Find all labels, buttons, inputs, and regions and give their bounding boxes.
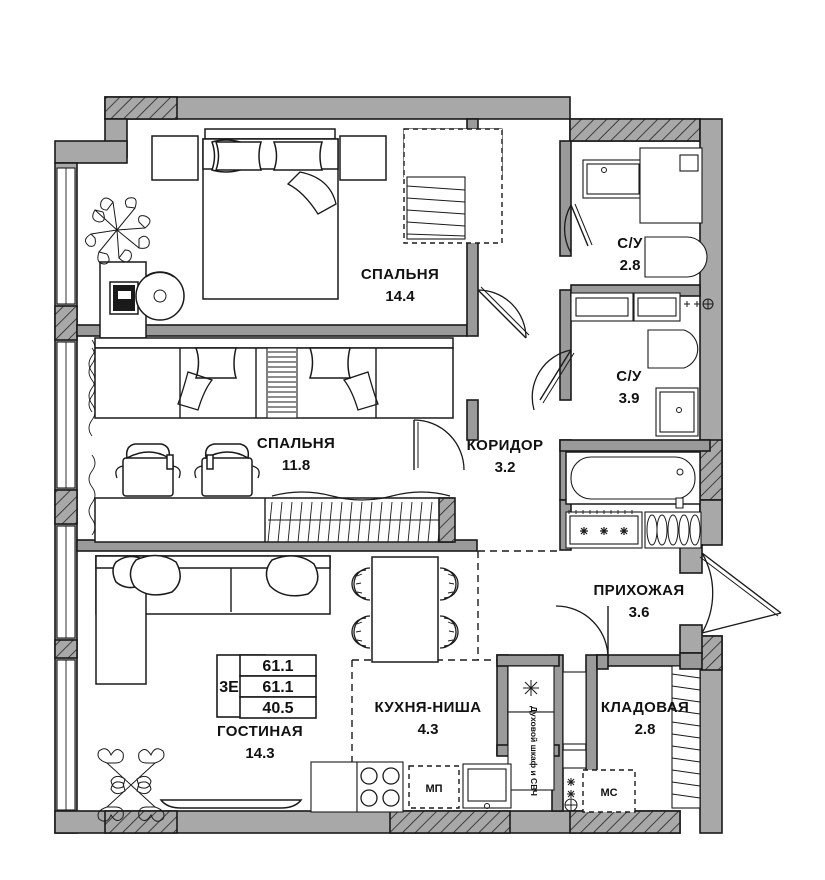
stat-value-3: 40.5 [262, 700, 293, 717]
room-bathroom-small: С/У 2.8 [582, 147, 708, 278]
room-label-bathroom-small: С/У [617, 235, 643, 252]
exterior-walls [54, 96, 723, 834]
room-label-corridor: КОРИДОР [467, 437, 544, 454]
room-area-bathroom-large: 3.9 [619, 390, 640, 407]
cooktop [356, 761, 404, 813]
room-label-bedroom-master: СПАЛЬНЯ [361, 266, 439, 283]
pillow-bed-a [194, 347, 237, 379]
room-bedroom-second: СПАЛЬНЯ 11.8 [88, 337, 456, 543]
kitchen-counter-left [310, 761, 358, 813]
room-area-corridor: 3.2 [495, 459, 516, 476]
area-stats-table: 3Е 61.1 61.1 40.5 [216, 654, 317, 719]
armchair-left [115, 443, 181, 497]
room-area-bedroom-second: 11.8 [282, 457, 310, 474]
room-area-kitchen: 4.3 [418, 721, 439, 738]
room-label-pantry: КЛАДОВАЯ [601, 699, 689, 716]
toilet-small-bath [644, 236, 708, 278]
room-label-kitchen: КУХНЯ-НИША [375, 699, 482, 716]
cushion-2 [129, 554, 181, 596]
pillow-bed-b [308, 347, 351, 379]
room-corridor: КОРИДОР 3.2 [467, 437, 544, 476]
nightstand-middle [266, 347, 298, 419]
stat-type-label: 3Е [219, 679, 239, 696]
oven-microwave-unit: Духовой шкаф и СВЧ [507, 665, 555, 796]
wall-details [596, 652, 703, 670]
room-area-bedroom-master: 14.4 [385, 288, 415, 305]
bathtub [565, 451, 701, 509]
room-living: 3Е 61.1 61.1 40.5 ГОСТИНАЯ 14.3 [95, 554, 331, 822]
door-bath-large [531, 349, 572, 411]
stat-value-1: 61.1 [262, 658, 293, 675]
room-kitchen-niche: МП КУХНЯ-НИША 4.3 [310, 550, 560, 813]
burner-star-icon [523, 680, 539, 696]
nightstand-right [339, 135, 387, 181]
dishwasher [408, 765, 460, 809]
plant-living [97, 748, 165, 822]
door-bedroom-master [477, 289, 527, 339]
bed-headboard [204, 128, 336, 140]
room-label-bathroom-large: С/У [616, 368, 642, 385]
plant-bedroom [85, 197, 151, 265]
label-dishwasher: МП [425, 783, 442, 795]
toilet-large-bath [647, 329, 699, 369]
room-label-living: ГОСТИНАЯ [217, 723, 303, 740]
room-pantry: КЛАДОВАЯ 2.8 [601, 665, 701, 809]
hanger-hatch [267, 501, 452, 543]
coffee-table [159, 799, 303, 809]
outlet-icons [684, 298, 714, 310]
pillow-right [272, 141, 323, 171]
room-area-bathroom-small: 2.8 [620, 257, 641, 274]
door-hallway-living [555, 605, 609, 659]
room-label-bedroom-second: СПАЛЬНЯ [257, 435, 335, 452]
windows-left [56, 167, 76, 811]
label-oven-microwave: Духовой шкаф и СВЧ [529, 706, 539, 796]
nightstand-left [151, 135, 199, 181]
appliance-row-hallway [565, 510, 702, 549]
label-washing-machine: МС [600, 787, 617, 799]
room-label-hallway: ПРИХОЖАЯ [593, 582, 684, 599]
doors [413, 203, 782, 659]
stat-value-2: 61.1 [262, 679, 293, 696]
wardrobe-shelves [406, 176, 466, 240]
door-bath-small [564, 204, 572, 254]
dining-table [371, 556, 439, 663]
cushion-3 [265, 555, 319, 597]
dining-chairs [351, 567, 459, 649]
cabinets-between-baths [570, 292, 714, 322]
armchair-right [194, 443, 260, 497]
chair-round [135, 271, 185, 321]
washing-machine-unit: МС [582, 769, 636, 813]
utility-shaft [562, 671, 587, 812]
room-area-living: 14.3 [245, 745, 274, 762]
door-bedroom2 [413, 419, 465, 471]
room-bathroom-large: С/У 3.9 [616, 329, 699, 437]
room-bedroom-master: СПАЛЬНЯ 14.4 [85, 128, 503, 437]
room-hallway: ПРИХОЖАЯ 3.6 [593, 582, 684, 621]
dining-set [351, 556, 459, 663]
room-area-pantry: 2.8 [635, 721, 656, 738]
room-area-hallway: 3.6 [629, 604, 650, 621]
